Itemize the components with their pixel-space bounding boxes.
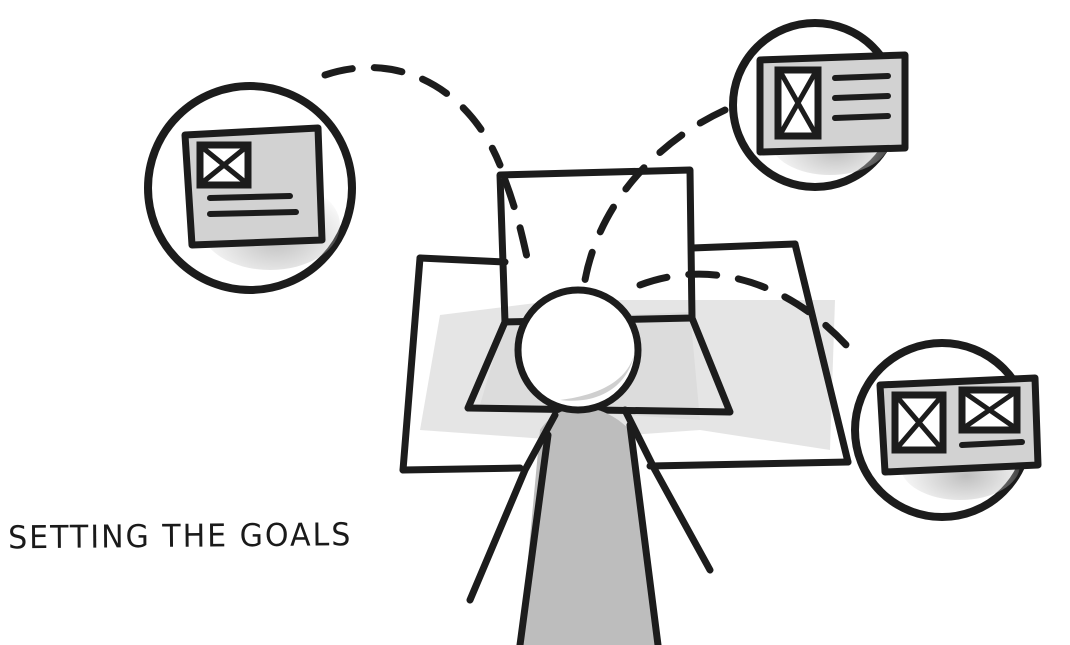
bubble-image-beside-text: [733, 23, 905, 187]
image-then-text-layout-icon: [185, 128, 322, 245]
bubble-image-then-text: [148, 86, 352, 290]
two-images-with-text-layout-icon: [880, 378, 1038, 472]
caption-title: SETTING THE GOALS: [8, 517, 352, 557]
bubble-two-images-with-text: [855, 343, 1038, 517]
image-beside-text-layout-icon: [760, 55, 905, 152]
